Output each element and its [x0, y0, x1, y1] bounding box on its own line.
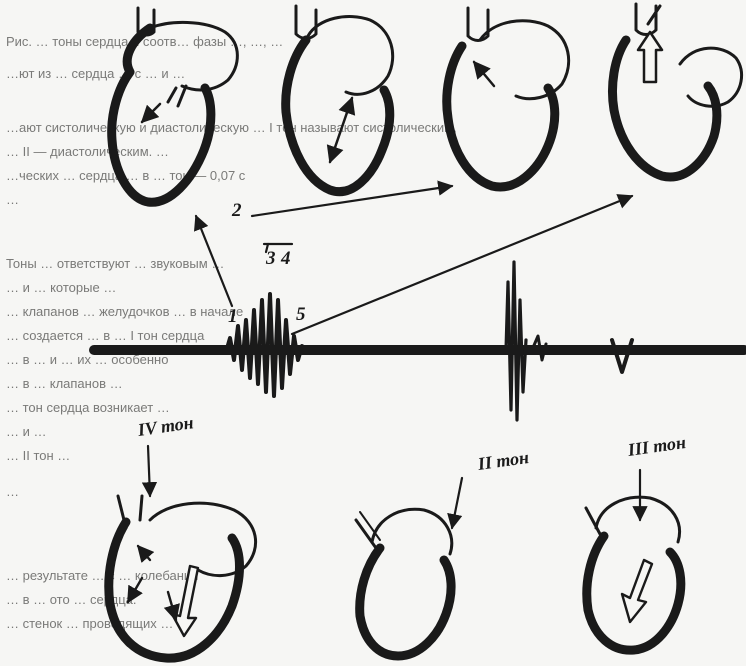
- heart-bottom-2: [354, 507, 456, 661]
- phonocardiogram-trace: [89, 260, 746, 422]
- background-text-line: … в … и … их … особенно: [6, 352, 169, 367]
- pointer-lines-bottom: [141, 444, 648, 530]
- background-text-line: Рис. … тоны сердца и соотв… фазы …, …, …: [6, 34, 284, 49]
- heart-top-4: [608, 2, 744, 182]
- marker-5-label: 5: [296, 304, 306, 325]
- pointer-lines: [193, 180, 634, 336]
- background-text-line: …: [6, 192, 19, 207]
- background-text-line: … стенок … проводящих …: [6, 616, 174, 631]
- marker-1-label: 1: [228, 306, 238, 327]
- marker-3-label: 3: [266, 248, 276, 269]
- heart-top-3: [442, 6, 571, 192]
- background-text-line: … в … клапанов …: [6, 376, 123, 391]
- background-text-line: … и … которые …: [6, 280, 117, 295]
- background-text-line: Тоны … ответствуют … звуковым …: [6, 256, 225, 271]
- background-text-line: … результате … с … колебаний: [6, 568, 199, 583]
- background-text-line: …ют из … сердца … с … и …: [6, 66, 186, 81]
- marker-4-label: 4: [281, 248, 291, 269]
- background-text-line: … создается … в … I тон сердца: [6, 328, 205, 343]
- background-text-line: … II тон …: [6, 448, 71, 463]
- marker-2-label: 2: [232, 200, 242, 221]
- background-text-line: … тон сердца возникает …: [6, 400, 170, 415]
- background-text-line: … клапанов … желудочков … в начале: [6, 304, 244, 319]
- background-text-line: … II — диастолическим. …: [6, 144, 169, 159]
- background-text-line: …: [6, 484, 19, 499]
- heart-bottom-3: [582, 495, 686, 655]
- heart-top-2: [281, 4, 395, 197]
- heart-top-1: [107, 6, 239, 207]
- background-text-line: … и …: [6, 424, 47, 439]
- background-text-line: … в … ото … сердца.: [6, 592, 137, 607]
- heart-bottom-1: [104, 494, 257, 663]
